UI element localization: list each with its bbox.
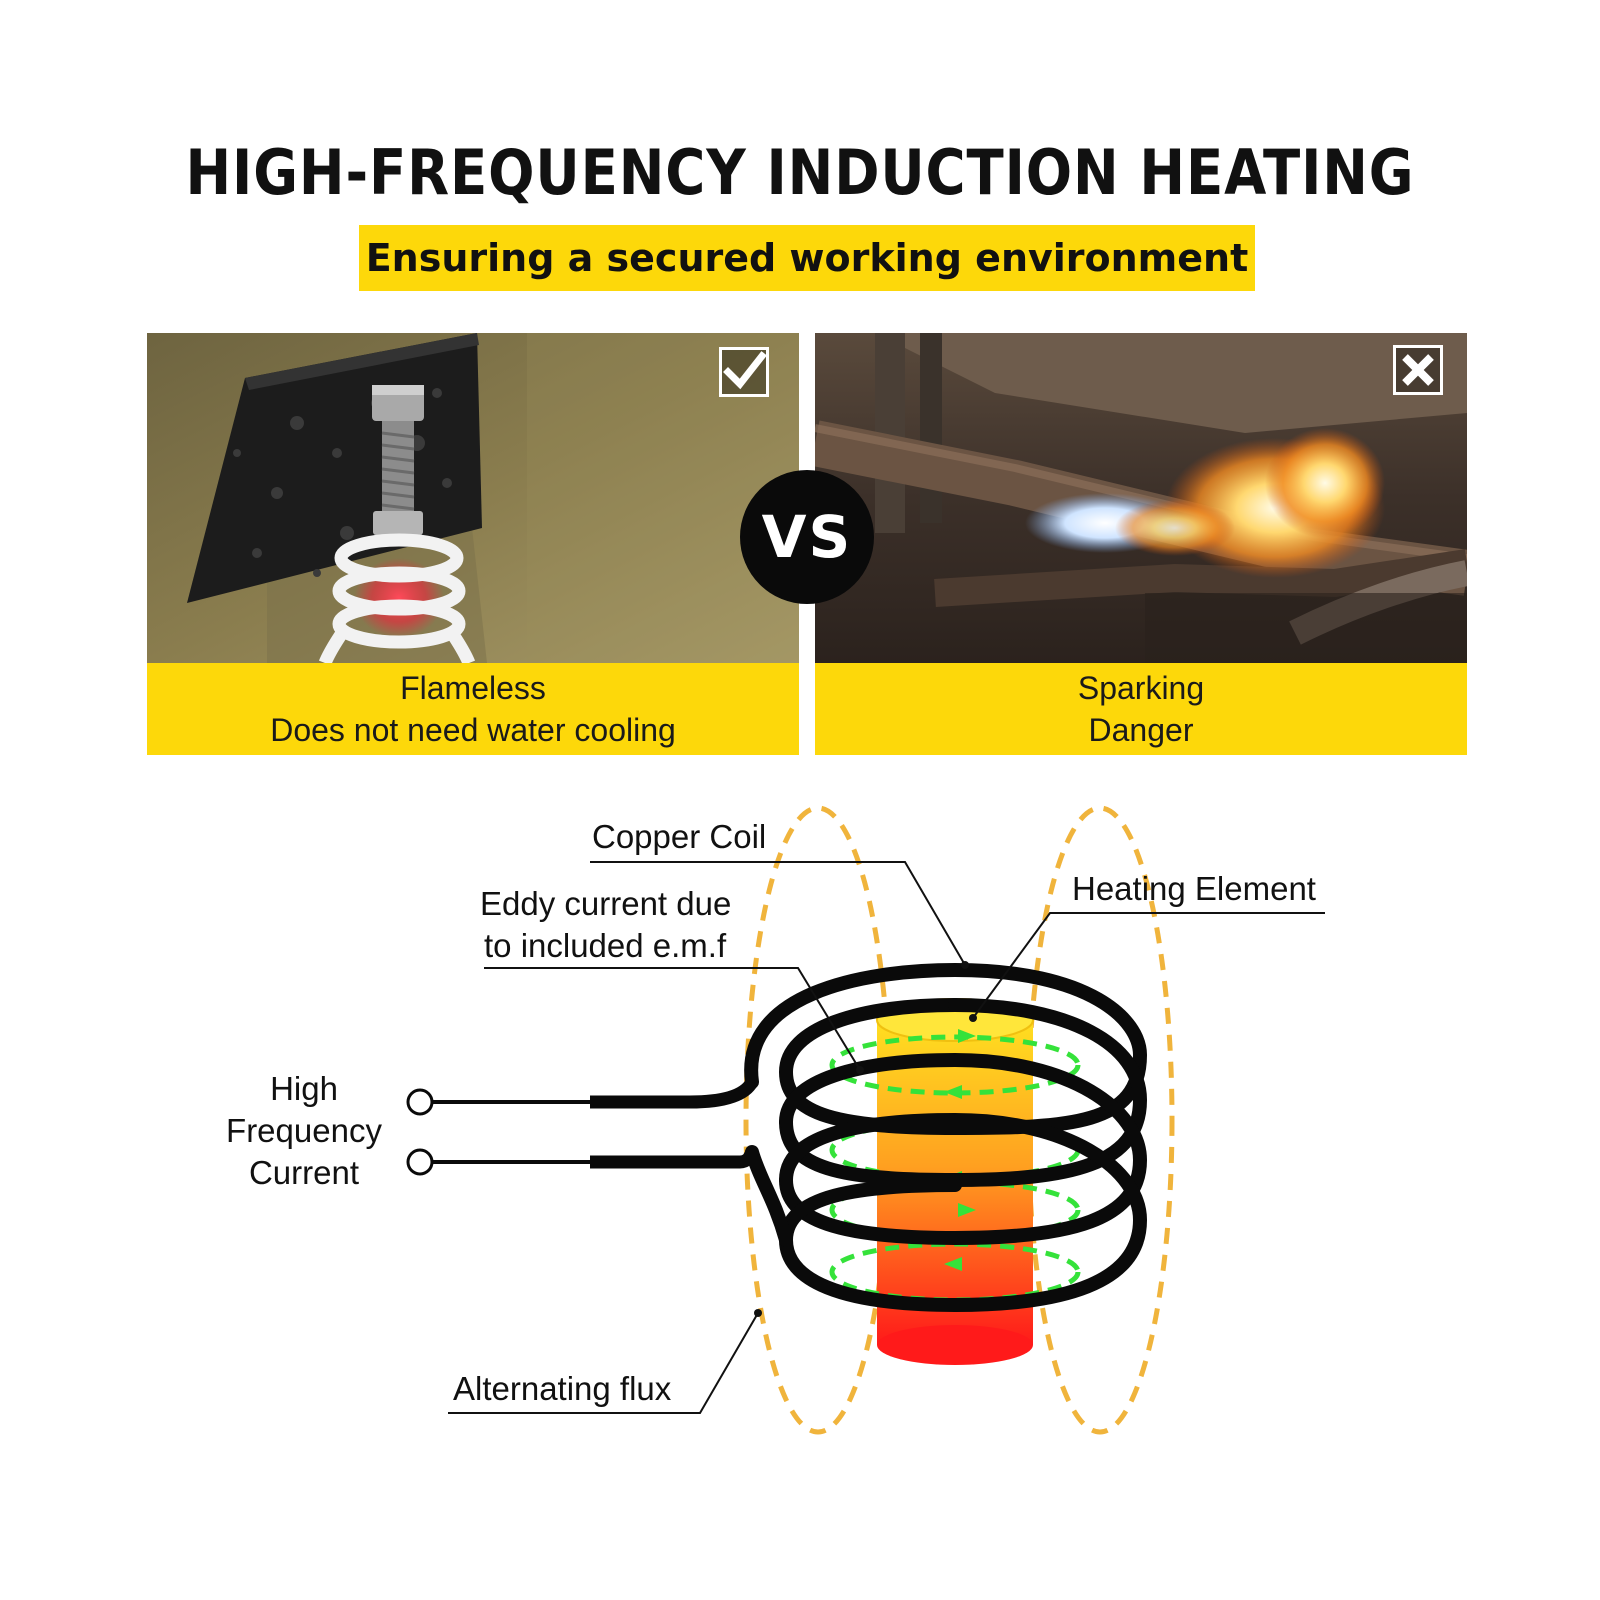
flame-caption: Sparking Danger: [815, 663, 1467, 755]
leader-lines: [448, 861, 1325, 1414]
lead-wires: [431, 1078, 758, 1169]
induction-caption: Flameless Does not need water cooling: [147, 663, 799, 755]
flame-panel: Sparking Danger: [815, 333, 1467, 755]
induction-caption-line1: Flameless: [400, 670, 546, 706]
terminal-bottom: [406, 1148, 434, 1176]
label-copper-coil: Copper Coil: [592, 818, 766, 855]
subtitle-text: Ensuring a secured working environment: [365, 236, 1249, 280]
leader-dots: [754, 961, 977, 1317]
flame-caption-line2: Danger: [1088, 712, 1194, 748]
label-current-line2: Frequency: [226, 1112, 382, 1149]
terminal-top: [406, 1088, 434, 1116]
label-current-line1: High: [270, 1070, 338, 1107]
label-eddy-line2: to included e.m.f: [484, 927, 727, 964]
vs-badge: VS: [740, 470, 874, 604]
induction-caption-line2: Does not need water cooling: [270, 712, 676, 748]
label-current-line3: Current: [249, 1154, 359, 1191]
flame-caption-line1: Sparking: [1077, 670, 1205, 706]
label-heating-element: Heating Element: [1072, 870, 1316, 907]
induction-photo: [147, 333, 799, 663]
induction-panel: Flameless Does not need water cooling: [147, 333, 799, 755]
cross-icon: [1393, 345, 1443, 395]
label-alternating-flux: Alternating flux: [453, 1370, 672, 1407]
label-eddy-line1: Eddy current due: [480, 885, 731, 922]
flame-photo: [815, 333, 1467, 663]
vs-label: VS: [761, 503, 853, 571]
checkmark-icon: [719, 347, 769, 397]
induction-diagram: Copper Coil Heating Element Eddy current…: [0, 780, 1600, 1485]
page-title: HIGH-FREQUENCY INDUCTION HEATING: [185, 136, 1415, 209]
subtitle-banner: Ensuring a secured working environment: [359, 225, 1255, 291]
